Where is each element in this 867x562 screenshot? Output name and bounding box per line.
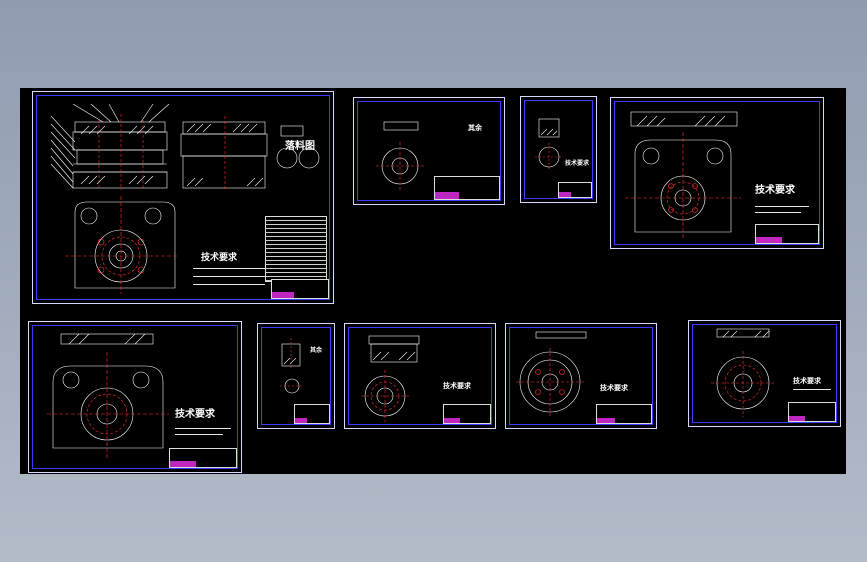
drawing-frame bbox=[357, 101, 501, 201]
tech-requirements-title: 技术要求 bbox=[175, 409, 215, 420]
drawing-canvas[interactable]: 落料图 技术要求 其余 bbox=[20, 88, 846, 474]
parts-list bbox=[265, 216, 327, 282]
note-line bbox=[193, 284, 265, 285]
note-line bbox=[755, 206, 809, 207]
drawing-frame bbox=[36, 95, 330, 300]
title-block bbox=[788, 402, 836, 422]
tech-requirements-title: 技术要求 bbox=[201, 253, 238, 263]
title-block bbox=[434, 176, 500, 200]
drawing-frame bbox=[524, 100, 593, 199]
drawing-frame bbox=[692, 324, 837, 423]
sheet-part-8[interactable]: 技术要求 bbox=[505, 323, 657, 429]
title-block-highlight bbox=[444, 418, 460, 423]
title-block bbox=[271, 279, 329, 299]
title-block-highlight bbox=[295, 418, 307, 423]
sheet-part-3[interactable]: 技术要求 bbox=[520, 96, 597, 203]
title-block-highlight bbox=[170, 461, 196, 467]
sheet-assembly[interactable]: 落料图 技术要求 bbox=[32, 91, 334, 304]
title-block-highlight bbox=[789, 416, 805, 421]
roughness-note: 其余 bbox=[468, 123, 482, 132]
sheet-part-5[interactable]: 技术要求 bbox=[28, 321, 242, 473]
title-block bbox=[443, 404, 491, 424]
tech-requirements-title: 技术要求 bbox=[600, 383, 628, 392]
part-3-geometry bbox=[535, 118, 563, 171]
title-block-highlight bbox=[435, 192, 459, 199]
title-block-highlight bbox=[272, 292, 294, 298]
tech-requirements-title: 技术要求 bbox=[793, 376, 821, 385]
note-line bbox=[175, 428, 231, 429]
title-block-highlight bbox=[597, 418, 615, 423]
tech-requirements-title: 技术要求 bbox=[443, 381, 471, 390]
drawing-frame bbox=[614, 101, 820, 245]
assembly-geometry bbox=[50, 103, 320, 294]
part-9-geometry bbox=[711, 328, 775, 417]
part-6-geometry bbox=[280, 338, 304, 394]
title-block-highlight bbox=[559, 192, 571, 197]
drawing-frame bbox=[32, 325, 238, 469]
sheet-part-7[interactable]: 技术要求 bbox=[344, 323, 496, 429]
drawing-frame bbox=[348, 327, 492, 425]
part-5-geometry bbox=[47, 333, 169, 460]
section-label: 落料图 bbox=[285, 141, 315, 152]
title-block bbox=[294, 404, 330, 424]
roughness-note: 其余 bbox=[310, 347, 323, 354]
part-2-geometry bbox=[376, 121, 424, 190]
note-line bbox=[193, 268, 265, 269]
title-block bbox=[169, 448, 237, 468]
part-4-geometry bbox=[625, 111, 741, 240]
sheet-part-2[interactable]: 其余 bbox=[353, 97, 505, 205]
tech-requirements-title: 技术要求 bbox=[565, 160, 590, 167]
note-line bbox=[175, 434, 223, 435]
sheet-part-9[interactable]: 技术要求 bbox=[688, 320, 841, 427]
drawing-frame bbox=[509, 327, 653, 425]
part-7-geometry bbox=[361, 335, 420, 422]
note-line bbox=[755, 212, 801, 213]
note-line bbox=[193, 276, 265, 277]
part-8-geometry bbox=[516, 331, 587, 418]
title-block bbox=[755, 224, 819, 244]
title-block bbox=[558, 182, 592, 198]
title-block-highlight bbox=[756, 237, 782, 243]
note-line bbox=[793, 389, 831, 390]
sheet-part-6[interactable]: 其余 bbox=[257, 323, 335, 429]
tech-requirements-title: 技术要求 bbox=[755, 185, 795, 196]
drawing-frame bbox=[261, 327, 331, 425]
title-block bbox=[596, 404, 652, 424]
sheet-part-4[interactable]: 技术要求 bbox=[610, 97, 824, 249]
